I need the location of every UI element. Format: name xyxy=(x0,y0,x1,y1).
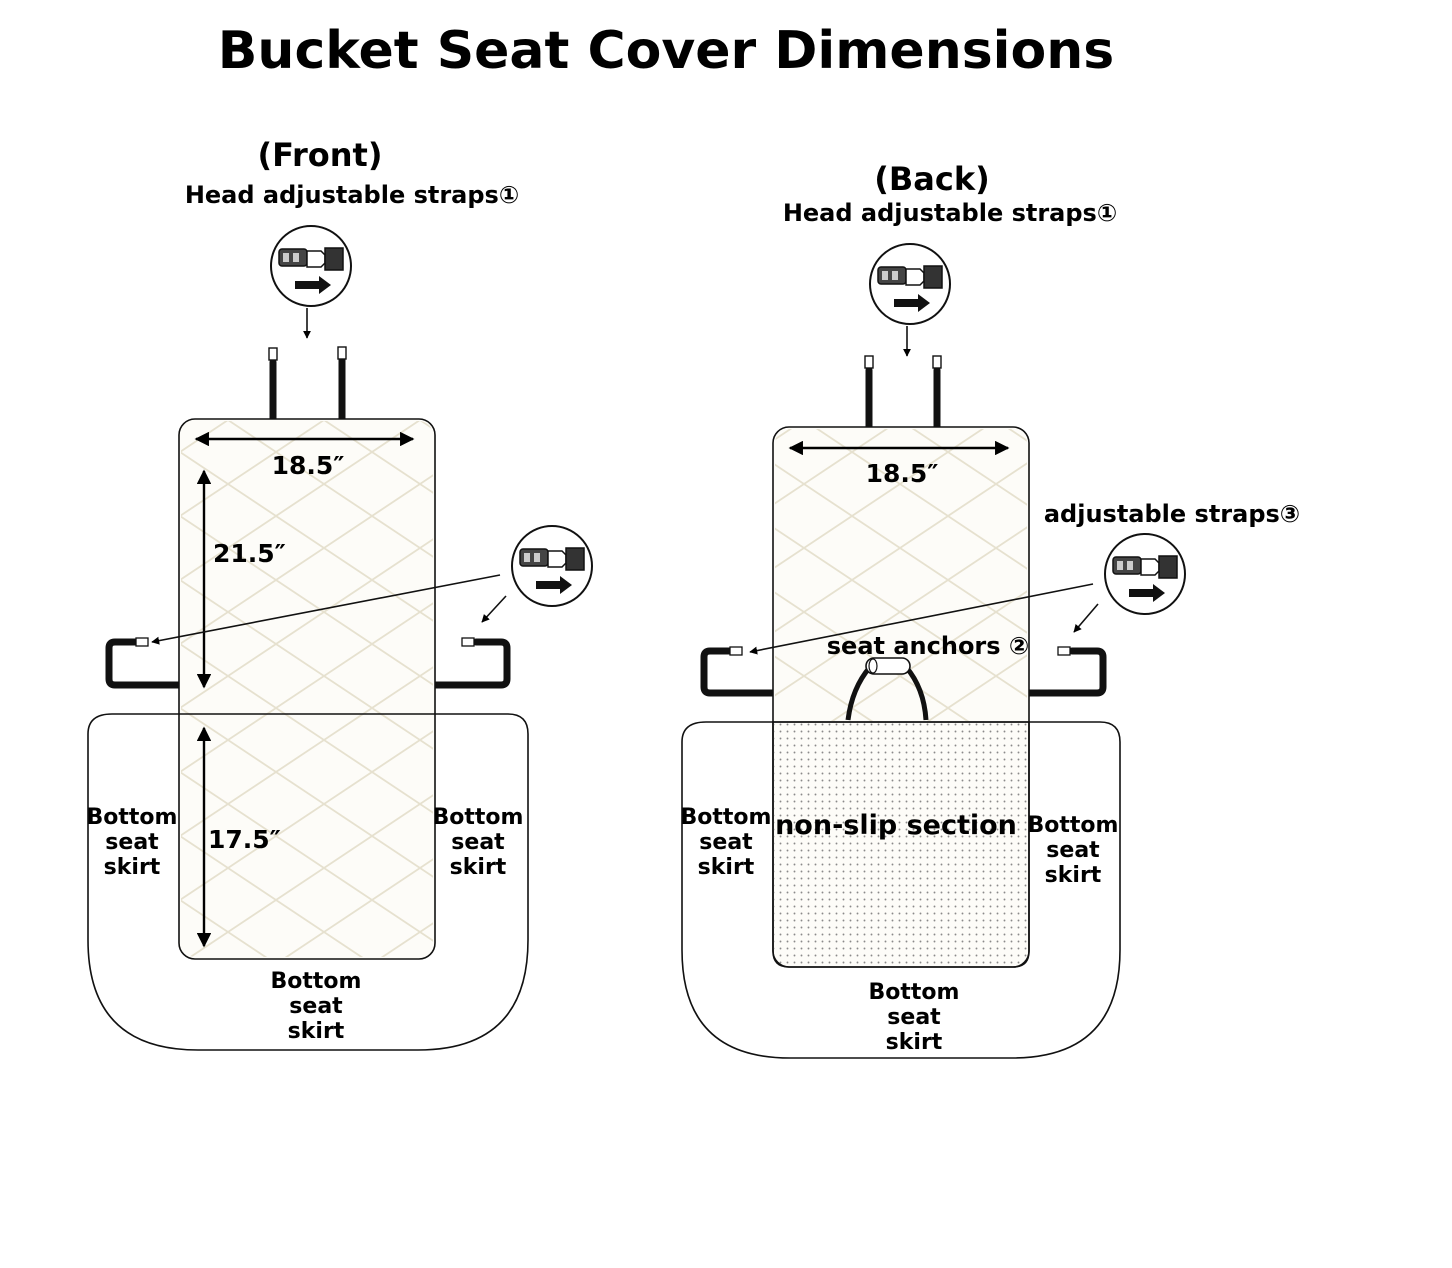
back-seat-anchors-label: seat anchors ② xyxy=(827,632,1029,660)
back-nonslip-area xyxy=(772,721,1030,968)
svg-text:skirt: skirt xyxy=(1045,863,1102,888)
front-bottom-seat-skirt xyxy=(87,713,529,1051)
svg-text:seat: seat xyxy=(105,830,159,855)
svg-text:skirt: skirt xyxy=(698,855,755,880)
front-head-buckle-icon xyxy=(270,225,352,307)
front-view: (Front) Head adjustable straps① 18.5″ 21 xyxy=(87,136,593,1051)
front-heading: (Front) xyxy=(258,136,383,174)
back-bottom-seat-skirt xyxy=(681,721,1121,1059)
front-skirt-label-left: Bottom seat skirt xyxy=(87,805,178,880)
back-head-straps-label: Head adjustable straps① xyxy=(783,199,1117,227)
diagram-title: Bucket Seat Cover Dimensions xyxy=(218,21,1114,81)
svg-text:seat: seat xyxy=(451,830,505,855)
back-width-dimension: 18.5″ xyxy=(866,459,939,488)
svg-text:seat: seat xyxy=(1046,838,1100,863)
front-side-buckle-arrow-left xyxy=(151,574,501,645)
back-side-buckle-arrow-left xyxy=(749,583,1094,655)
back-side-buckle-icon xyxy=(1104,533,1186,615)
back-skirt-label-bottom: Bottom seat skirt xyxy=(869,980,960,1055)
back-quilt-pattern xyxy=(775,429,1027,721)
svg-text:seat: seat xyxy=(887,1005,941,1030)
svg-text:skirt: skirt xyxy=(886,1030,943,1055)
front-side-straps xyxy=(105,637,511,689)
back-skirt-label-left: Bottom seat skirt xyxy=(681,805,772,880)
svg-text:skirt: skirt xyxy=(450,855,507,880)
back-skirt-label-right: Bottom seat skirt xyxy=(1028,813,1119,888)
front-width-dimension: 18.5″ xyxy=(272,451,345,480)
back-side-straps-label: adjustable straps③ xyxy=(1044,500,1300,528)
svg-text:Bottom: Bottom xyxy=(869,980,960,1005)
svg-text:Bottom: Bottom xyxy=(87,805,178,830)
svg-text:Bottom: Bottom xyxy=(433,805,524,830)
back-side-buckle-arrow-right xyxy=(1073,603,1099,633)
back-heading: (Back) xyxy=(874,160,989,198)
back-nonslip-label: non-slip section xyxy=(775,810,1017,841)
back-view: (Back) Head adjustable straps① s xyxy=(681,160,1300,1059)
front-head-straps xyxy=(268,346,347,423)
svg-text:skirt: skirt xyxy=(288,1019,345,1044)
svg-text:Bottom: Bottom xyxy=(271,969,362,994)
front-side-buckle-arrow-right xyxy=(481,595,507,623)
front-quilt-pattern xyxy=(181,421,433,957)
back-head-buckle-icon xyxy=(869,243,951,325)
front-side-buckle-icon xyxy=(511,525,593,607)
front-seat-length-dimension: 17.5″ xyxy=(208,825,281,854)
svg-text:Bottom: Bottom xyxy=(1028,813,1119,838)
front-skirt-label-right: Bottom seat skirt xyxy=(433,805,524,880)
svg-text:Bottom: Bottom xyxy=(681,805,772,830)
front-head-straps-label: Head adjustable straps① xyxy=(185,181,519,209)
front-skirt-label-bottom: Bottom seat skirt xyxy=(271,969,362,1044)
back-side-straps xyxy=(700,646,1107,697)
back-seat-anchor xyxy=(845,657,929,721)
svg-text:seat: seat xyxy=(699,830,753,855)
svg-text:seat: seat xyxy=(289,994,343,1019)
svg-text:skirt: skirt xyxy=(104,855,161,880)
front-back-height-dimension: 21.5″ xyxy=(213,539,286,568)
back-head-straps xyxy=(864,355,942,431)
